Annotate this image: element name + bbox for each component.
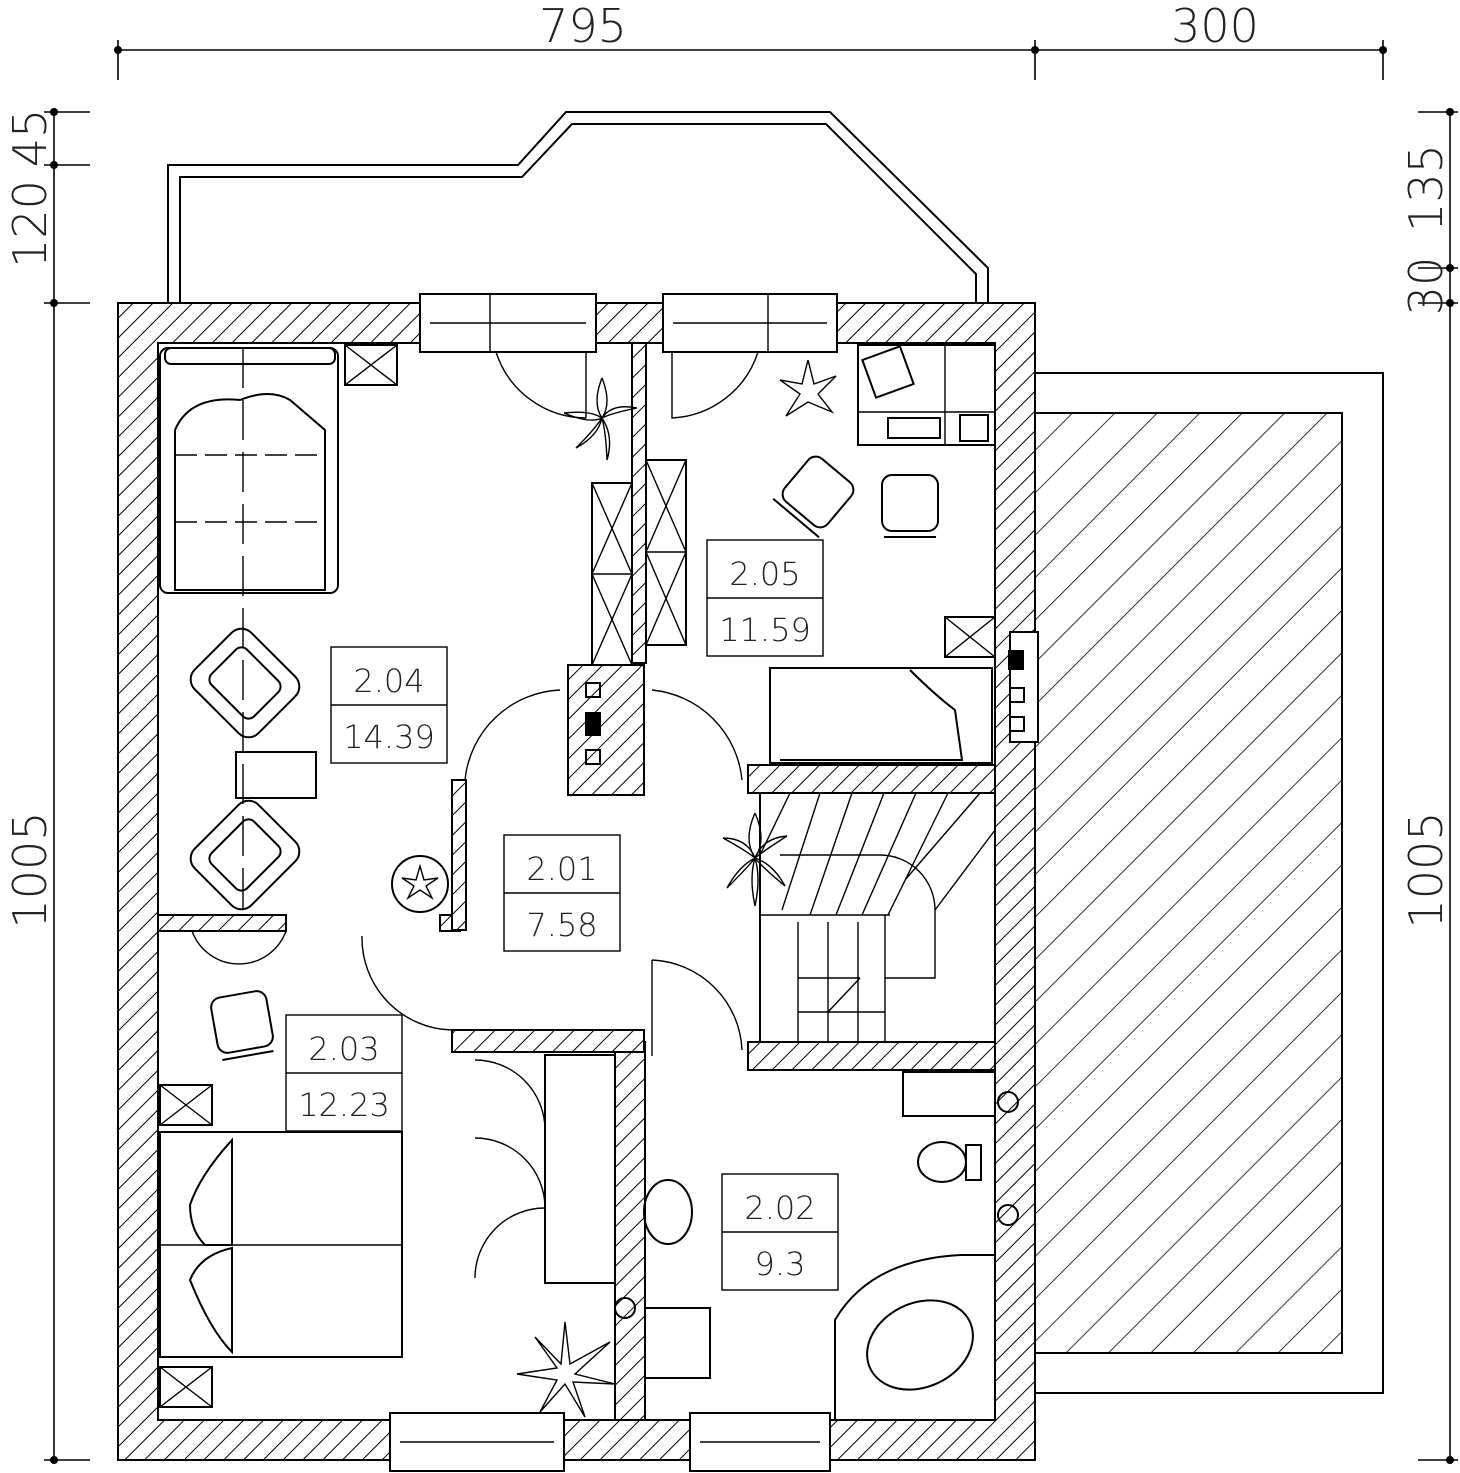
room-area: 11.59 bbox=[719, 611, 811, 649]
dim-top-left: 795 bbox=[539, 0, 627, 53]
walls bbox=[117, 302, 1036, 1461]
furniture bbox=[159, 344, 1025, 1421]
room-id: 2.02 bbox=[744, 1189, 815, 1227]
dim-right-main: 1005 bbox=[1399, 811, 1453, 928]
dim-top-right: 300 bbox=[1171, 0, 1259, 53]
room-id: 2.01 bbox=[526, 850, 597, 888]
room-id: 2.05 bbox=[729, 555, 800, 593]
room-label-2-01: 2.01 7.58 bbox=[503, 834, 621, 952]
room-label-2-04: 2.04 14.39 bbox=[330, 646, 448, 764]
room-label-2-02: 2.02 9.3 bbox=[721, 1173, 839, 1291]
room-label-2-05: 2.05 11.59 bbox=[706, 539, 824, 657]
dim-right-top-b: 30 bbox=[1399, 257, 1453, 316]
room-id: 2.04 bbox=[353, 662, 424, 700]
dim-left-top-a: 45 bbox=[3, 109, 57, 168]
dimension-lines: 795 300 45 120 1005 135 30 1005 bbox=[3, 0, 1458, 1464]
room-label-2-03: 2.03 12.23 bbox=[285, 1014, 403, 1132]
roof-area bbox=[1034, 372, 1384, 1394]
room-area: 7.58 bbox=[526, 906, 597, 944]
room-area: 14.39 bbox=[343, 718, 435, 756]
dim-left-main: 1005 bbox=[3, 811, 57, 928]
room-area: 9.3 bbox=[755, 1245, 806, 1283]
stair-well bbox=[759, 792, 996, 1043]
plant-icon bbox=[401, 359, 837, 1418]
dim-left-top-b: 120 bbox=[3, 180, 57, 268]
balcony-outline bbox=[167, 111, 989, 303]
room-area: 12.23 bbox=[298, 1086, 390, 1124]
room-id: 2.03 bbox=[308, 1030, 379, 1068]
door-swings bbox=[191, 351, 759, 1056]
windows bbox=[389, 293, 1039, 1472]
dim-right-top-a: 135 bbox=[1399, 144, 1453, 232]
